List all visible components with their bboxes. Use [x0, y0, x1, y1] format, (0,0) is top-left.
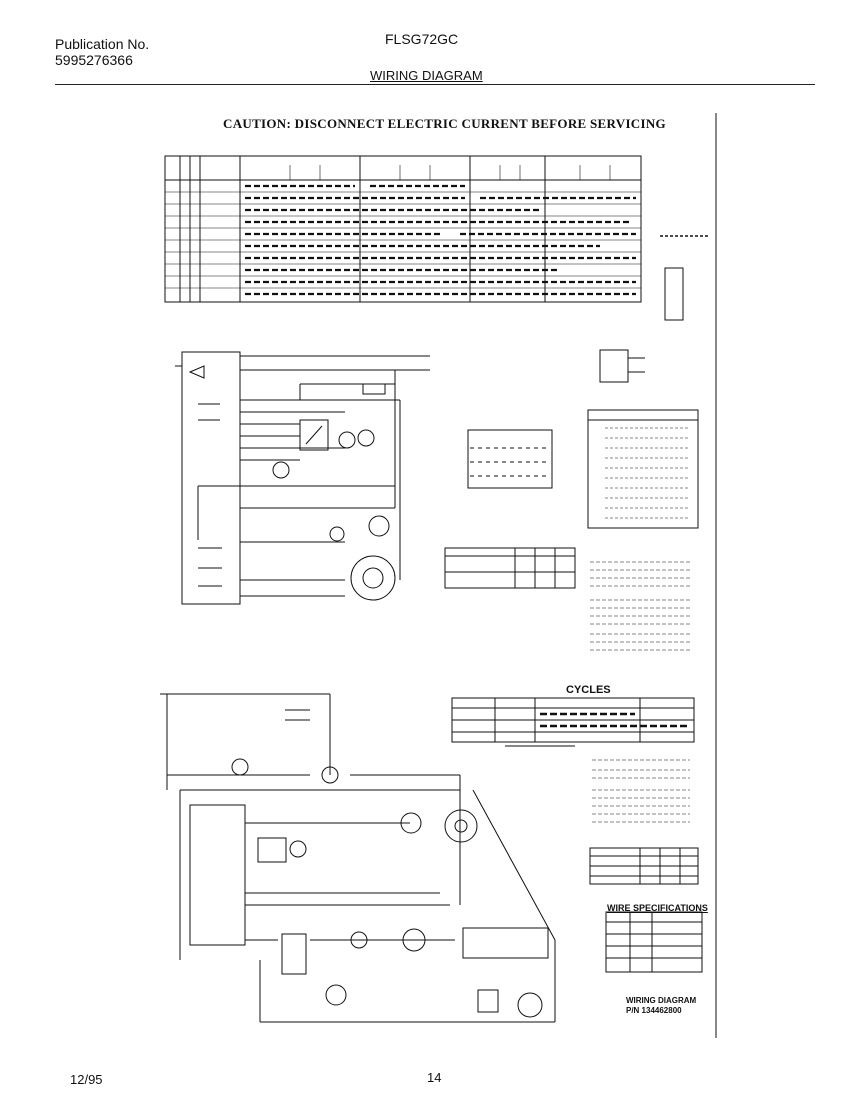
part-number: P/N 134462800 — [626, 1006, 682, 1015]
connector-block — [467, 429, 553, 489]
footer-date: 12/95 — [70, 1072, 103, 1087]
switch-matrix — [444, 547, 576, 589]
diagram-caption-title: WIRING DIAGRAM — [626, 996, 697, 1005]
page-number: 14 — [427, 1070, 442, 1085]
header-rule — [55, 84, 815, 85]
fabric-selector-table — [589, 847, 699, 885]
model-number: FLSG72GC — [385, 31, 459, 47]
notes-block — [590, 561, 690, 651]
caution-notice: CAUTION: DISCONNECT ELECTRIC CURRENT BEF… — [223, 116, 666, 131]
diagram-caption: WIRING DIAGRAM P/N 134462800 — [626, 996, 696, 1016]
cycles-label: CYCLES — [566, 684, 611, 696]
publication-number: 5995276366 — [55, 52, 133, 68]
wire-spec-label: WIRE SPECIFICATIONS — [607, 903, 708, 913]
wire-spec-table — [605, 911, 703, 973]
cycles-table — [451, 697, 695, 747]
symbol-legend — [587, 349, 699, 529]
lower-notes — [592, 759, 690, 823]
lower-schematic — [160, 693, 556, 1023]
timer-chart — [164, 155, 710, 321]
upper-schematic — [175, 351, 430, 605]
publication-label: Publication No. — [55, 36, 150, 52]
page-title: WIRING DIAGRAM — [370, 68, 483, 83]
